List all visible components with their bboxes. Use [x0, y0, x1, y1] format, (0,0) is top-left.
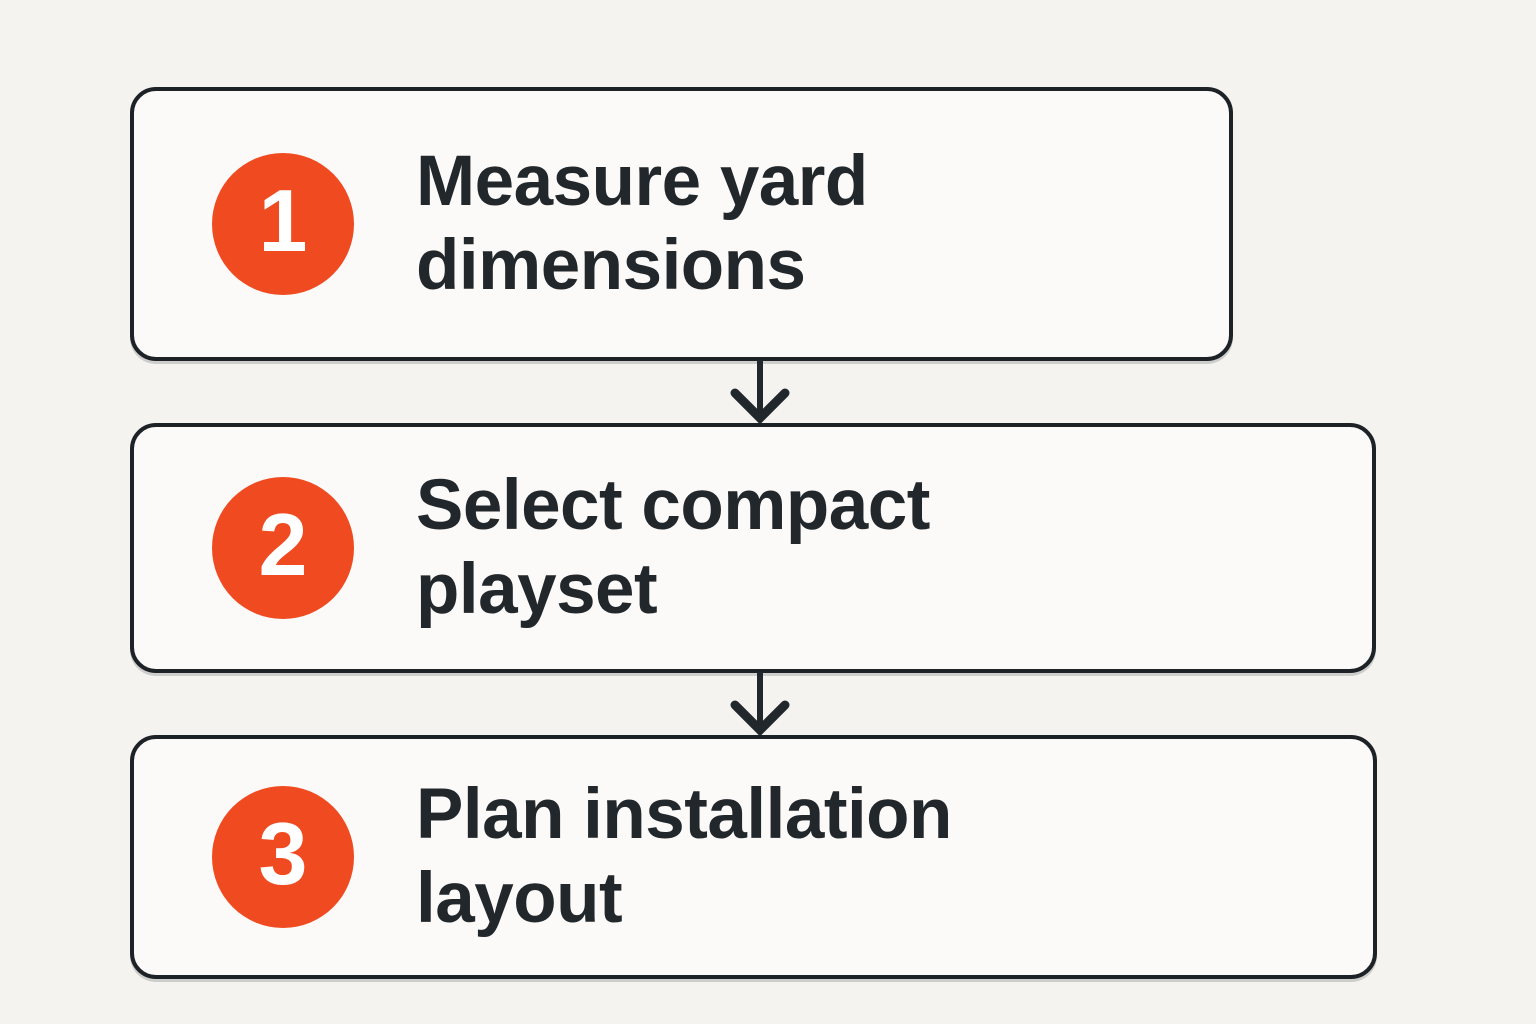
step-2-label: Select compact playset [416, 466, 930, 629]
step-box-1: 1 Measure yard dimensions [130, 87, 1233, 361]
step-3-label: Plan installation layout [416, 775, 952, 938]
step-box-2: 2 Select compact playset [130, 423, 1376, 673]
step-1-number-badge: 1 [212, 153, 354, 295]
arrow-down-icon [716, 360, 804, 424]
step-2-number-badge: 2 [212, 477, 354, 619]
step-1-label: Measure yard dimensions [416, 142, 868, 305]
step-3-number-badge: 3 [212, 786, 354, 928]
step-box-3: 3 Plan installation layout [130, 735, 1377, 979]
arrow-down-icon [716, 672, 804, 736]
